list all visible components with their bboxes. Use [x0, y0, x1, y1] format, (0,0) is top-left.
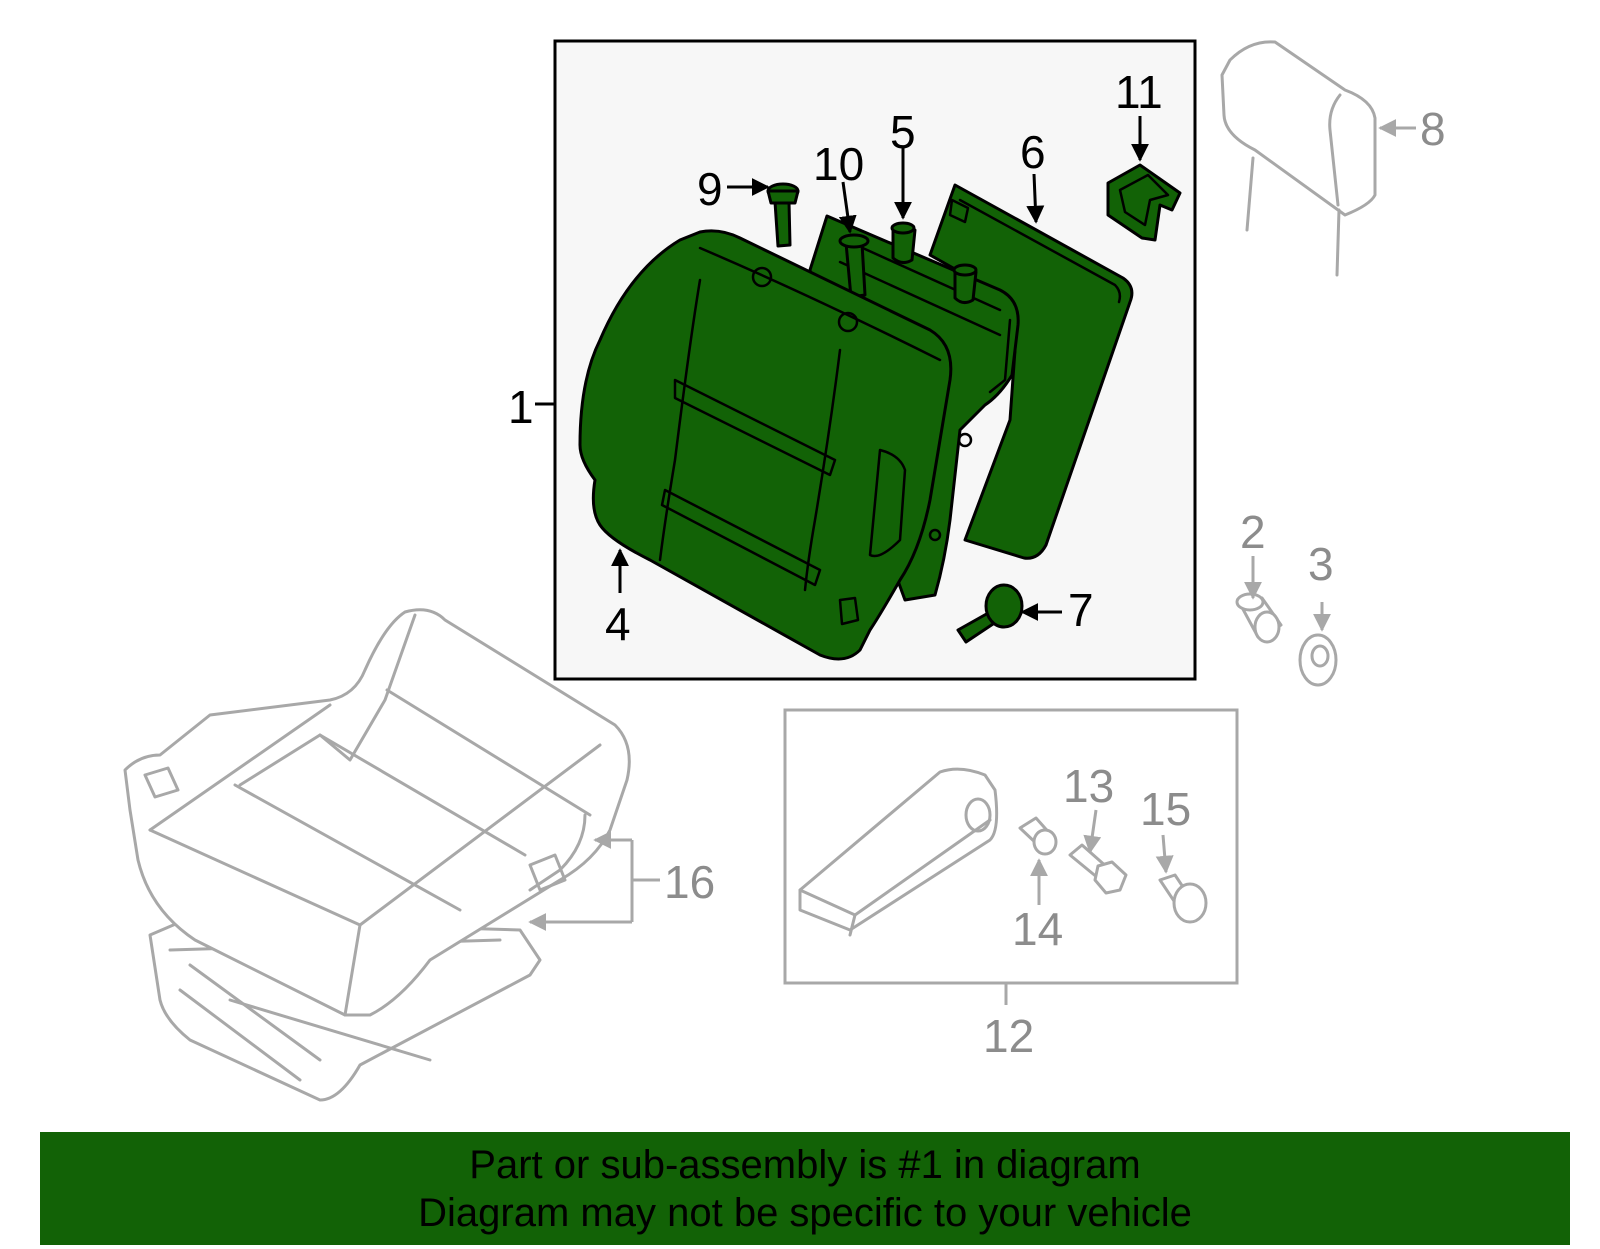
part-13-bolt[interactable] [1068, 843, 1128, 895]
callout-13[interactable]: 13 [1063, 760, 1114, 812]
callout-3[interactable]: 3 [1308, 538, 1334, 590]
callout-12[interactable]: 12 [983, 1010, 1034, 1062]
callout-1[interactable]: 1 [508, 381, 534, 433]
leader-lines [528, 116, 1416, 1005]
part-5-guide-stems [890, 221, 978, 305]
part-2-bushing[interactable] [1235, 592, 1283, 644]
part-8-headrest[interactable] [1220, 40, 1377, 277]
callout-9[interactable]: 9 [697, 163, 723, 215]
callout-2[interactable]: 2 [1240, 506, 1266, 558]
footer-banner: Part or sub-assembly is #1 in diagram Di… [40, 1132, 1570, 1245]
part-9-pin[interactable] [766, 182, 800, 248]
part-15-cap[interactable] [1158, 873, 1208, 924]
callout-8[interactable]: 8 [1420, 103, 1446, 155]
part-12-panel [783, 708, 1239, 985]
part-16-seat-cushion[interactable] [123, 608, 631, 1102]
callout-10[interactable]: 10 [813, 138, 864, 190]
part-6-back-panel[interactable] [928, 183, 1134, 560]
callout-5[interactable]: 5 [890, 106, 916, 158]
callout-11[interactable]: 11 [1115, 66, 1163, 118]
footer-line-2: Diagram may not be specific to your vehi… [418, 1190, 1192, 1235]
part-10-pin[interactable] [838, 233, 870, 299]
part-14-pin[interactable] [1018, 816, 1058, 856]
part-12-armrest[interactable] [798, 767, 999, 937]
callout-16[interactable]: 16 [664, 856, 715, 908]
callout-6[interactable]: 6 [1020, 126, 1046, 178]
footer-line-1: Part or sub-assembly is #1 in diagram [469, 1142, 1141, 1187]
part-11-clip[interactable] [1106, 163, 1182, 242]
callout-labels: 1 4 5 6 7 9 10 11 8 2 3 13 15 14 12 16 [508, 66, 1446, 1062]
part-3-washer[interactable] [1298, 633, 1338, 687]
callout-7[interactable]: 7 [1068, 584, 1094, 636]
part-4-cushion[interactable] [578, 229, 953, 661]
callout-4[interactable]: 4 [605, 598, 631, 650]
callout-15[interactable]: 15 [1140, 783, 1191, 835]
callout-14[interactable]: 14 [1012, 903, 1063, 955]
